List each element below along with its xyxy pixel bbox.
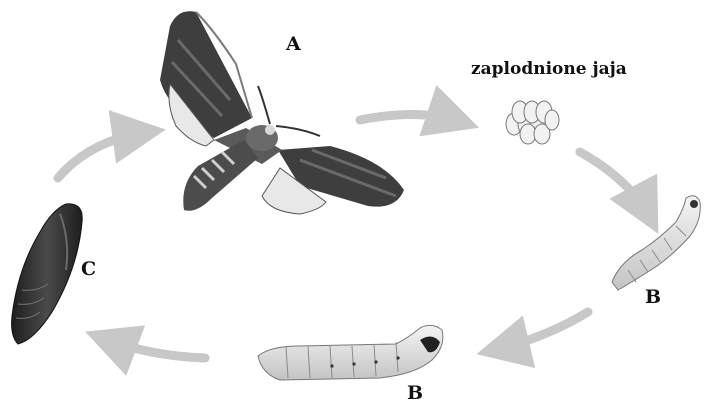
arrow-larva-to-pupa bbox=[102, 338, 205, 358]
hawk-moth-icon bbox=[160, 11, 404, 214]
label-pupa: C bbox=[81, 258, 96, 280]
caterpillar-icon-small bbox=[612, 196, 700, 290]
chrysalis-icon bbox=[12, 204, 83, 344]
arrow-larva-to-larva bbox=[494, 312, 588, 350]
label-fertilized-eggs: zaplodnione jaja bbox=[471, 59, 627, 79]
caterpillar-icon-large bbox=[258, 325, 443, 380]
label-adult: A bbox=[286, 33, 301, 55]
egg-cluster-icon bbox=[506, 101, 559, 144]
arrow-pupa-to-adult bbox=[58, 132, 148, 178]
label-larva-large: B bbox=[407, 382, 423, 403]
arrow-eggs-to-larva bbox=[580, 152, 650, 218]
label-larva-small: B bbox=[645, 286, 661, 308]
arrow-adult-to-eggs bbox=[360, 114, 462, 122]
